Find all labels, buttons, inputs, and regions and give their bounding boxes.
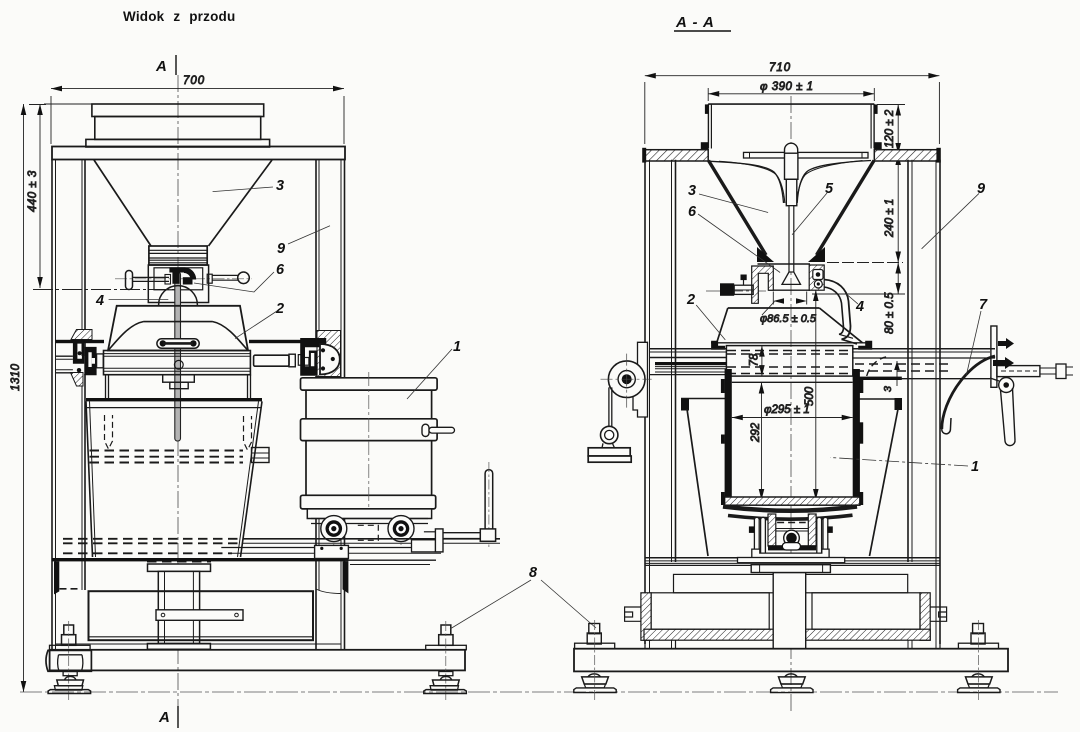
svg-text:710: 710	[769, 62, 791, 74]
svg-text:700: 700	[183, 75, 205, 87]
svg-text:A - A: A - A	[675, 14, 715, 31]
svg-text:120 ± 2: 120 ± 2	[884, 109, 896, 148]
svg-text:A: A	[155, 58, 167, 75]
svg-text:1310: 1310	[10, 363, 22, 391]
svg-text:3: 3	[688, 183, 696, 199]
svg-text:7: 7	[979, 297, 988, 313]
svg-text:6: 6	[276, 262, 285, 278]
svg-text:1: 1	[453, 339, 461, 355]
svg-text:9: 9	[977, 181, 985, 197]
svg-text:4: 4	[95, 293, 104, 309]
svg-text:240 ± 1: 240 ± 1	[884, 199, 896, 238]
svg-text:Widok z przodu: Widok z przodu	[123, 9, 235, 24]
svg-text:φ86.5 ± 0.5: φ86.5 ± 0.5	[760, 313, 817, 325]
svg-text:2: 2	[275, 301, 284, 317]
svg-text:440 ± 3: 440 ± 3	[27, 170, 39, 212]
svg-text:φ 390 ± 1: φ 390 ± 1	[760, 81, 813, 93]
svg-text:2: 2	[686, 292, 695, 308]
svg-text:5: 5	[825, 181, 834, 197]
svg-text:500: 500	[804, 386, 816, 406]
svg-text:1: 1	[971, 459, 979, 475]
svg-text:9: 9	[277, 241, 285, 257]
svg-text:3: 3	[882, 386, 894, 392]
svg-text:292: 292	[750, 422, 762, 443]
svg-text:4: 4	[855, 299, 864, 315]
svg-text:8: 8	[529, 565, 538, 581]
svg-text:φ295 ± 1: φ295 ± 1	[764, 404, 810, 416]
svg-text:3: 3	[276, 178, 284, 194]
svg-text:80 ± 0.5: 80 ± 0.5	[884, 292, 896, 334]
svg-text:78: 78	[749, 353, 761, 366]
svg-text:6: 6	[688, 204, 697, 220]
svg-text:A: A	[158, 709, 170, 726]
